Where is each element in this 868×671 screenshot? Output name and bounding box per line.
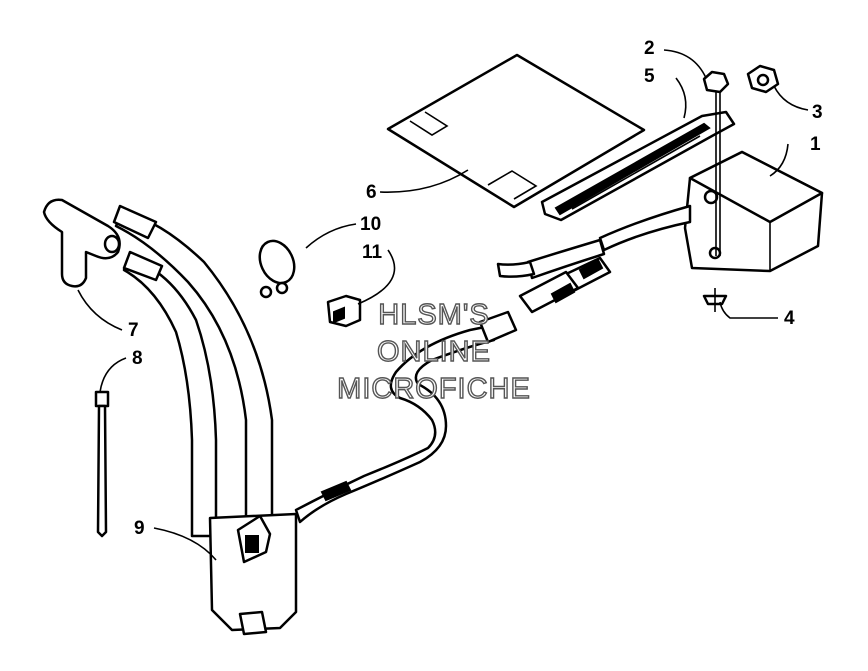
part-6-decal-sheet[interactable] xyxy=(386,53,646,209)
callout-4: 4 xyxy=(784,308,795,329)
callout-3: 3 xyxy=(812,102,823,123)
part-8-cable-tie[interactable] xyxy=(94,390,110,538)
callout-11: 11 xyxy=(362,242,383,263)
watermark-line-3: MICROFICHE xyxy=(337,373,531,405)
watermark-line-2: ONLINE xyxy=(377,336,491,368)
callout-7: 7 xyxy=(128,320,139,341)
callout-1: 1 xyxy=(810,134,821,155)
callout-2: 2 xyxy=(644,38,655,59)
watermark: HLSM'S ONLINE MICROFICHE xyxy=(336,298,531,405)
part-7-spark-plug-cap[interactable] xyxy=(42,198,121,288)
callout-10: 10 xyxy=(360,214,381,235)
callout-labels: 1 2 3 4 5 6 7 8 9 10 11 xyxy=(128,38,823,539)
callout-6: 6 xyxy=(366,182,377,203)
part-5-mounting-bracket[interactable] xyxy=(540,110,736,222)
part-2-hex-bolt[interactable] xyxy=(702,70,730,256)
part-1-ignition-module[interactable] xyxy=(683,150,824,273)
part-11-clip[interactable] xyxy=(326,294,362,328)
part-3-lock-nut[interactable] xyxy=(746,64,780,94)
callout-5: 5 xyxy=(644,66,655,87)
callout-9: 9 xyxy=(134,518,145,539)
part-10-clamp[interactable] xyxy=(253,235,301,299)
part-9-ignition-coil[interactable] xyxy=(112,204,298,636)
leader-lines xyxy=(77,49,809,561)
watermark-line-1: HLSM'S xyxy=(378,299,489,331)
coil-primary-wire xyxy=(294,310,518,524)
callout-8: 8 xyxy=(132,348,143,369)
module-wire-harness xyxy=(496,204,692,314)
